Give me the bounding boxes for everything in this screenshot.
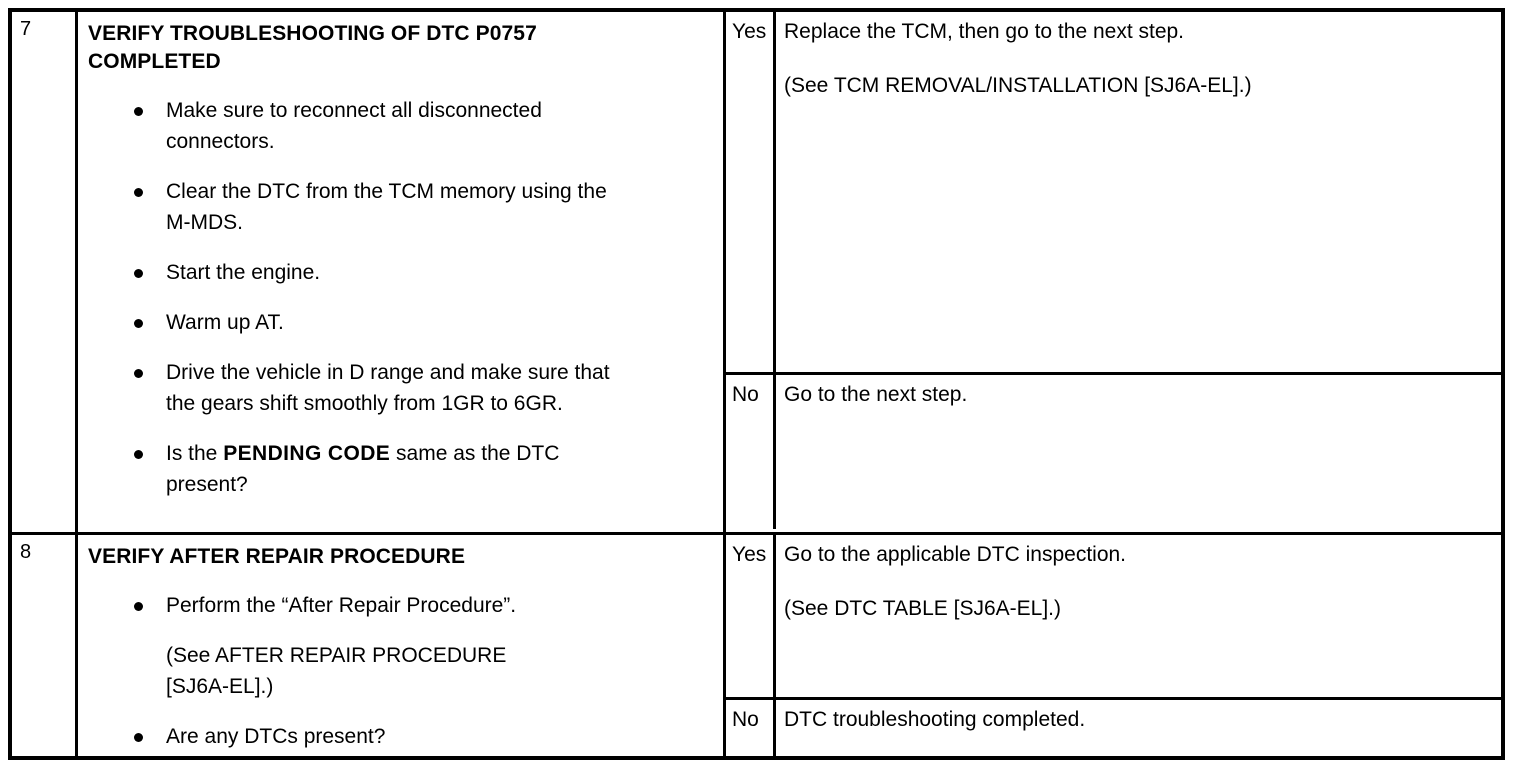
list-item: Start the engine. bbox=[88, 257, 711, 288]
step-results-cell: Yes Go to the applicable DTC inspection.… bbox=[726, 535, 1501, 756]
result-action-reference: (See DTC TABLE [SJ6A-EL].) bbox=[784, 597, 1061, 620]
inspection-bullet-list: Make sure to reconnect all disconnected … bbox=[88, 95, 711, 500]
list-item-text: Start the engine. bbox=[166, 261, 321, 284]
result-key: Yes bbox=[726, 12, 776, 372]
step-number-cell: 7 bbox=[12, 12, 78, 532]
list-item: Are any DTCs present? bbox=[88, 721, 711, 752]
list-item: Is the PENDING CODE same as the DTC pres… bbox=[88, 438, 711, 500]
list-item-text: Drive the vehicle in D range and make su… bbox=[166, 361, 610, 415]
result-key: Yes bbox=[726, 535, 776, 697]
result-row-no: No DTC troubleshooting completed. bbox=[726, 697, 1501, 756]
bullet-icon bbox=[134, 602, 143, 611]
bullet-icon bbox=[134, 733, 143, 742]
result-action-reference: (See TCM REMOVAL/INSTALLATION [SJ6A-EL].… bbox=[784, 74, 1252, 97]
list-item: Drive the vehicle in D range and make su… bbox=[88, 357, 711, 419]
list-item-text: (See AFTER REPAIR PROCEDURE [SJ6A-EL].) bbox=[166, 644, 507, 698]
dtc-troubleshooting-table: 7 VERIFY TROUBLESHOOTING OF DTC P0757 CO… bbox=[8, 8, 1505, 760]
list-item-text: Make sure to reconnect all disconnected … bbox=[166, 99, 542, 153]
result-action: Go to the applicable DTC inspection. (Se… bbox=[776, 535, 1501, 697]
bullet-icon bbox=[134, 319, 143, 328]
list-item: Make sure to reconnect all disconnected … bbox=[88, 95, 711, 157]
list-item: Perform the “After Repair Procedure”. bbox=[88, 590, 711, 621]
bullet-icon bbox=[134, 269, 143, 278]
list-item-text: Perform the “After Repair Procedure”. bbox=[166, 594, 517, 617]
list-item-text: Are any DTCs present? bbox=[166, 725, 386, 748]
list-item-reference: (See AFTER REPAIR PROCEDURE [SJ6A-EL].) bbox=[88, 640, 711, 702]
result-action-line: Replace the TCM, then go to the next ste… bbox=[784, 20, 1185, 43]
table-row: 8 VERIFY AFTER REPAIR PROCEDURE Perform … bbox=[12, 532, 1501, 756]
step-number-cell: 8 bbox=[12, 535, 78, 756]
result-key: No bbox=[726, 700, 776, 756]
text-pre: Is the bbox=[166, 442, 224, 465]
bullet-icon bbox=[134, 369, 143, 378]
result-action-line: DTC troubleshooting completed. bbox=[784, 708, 1086, 731]
result-row-yes: Yes Replace the TCM, then go to the next… bbox=[726, 12, 1501, 372]
step-inspection-cell: VERIFY AFTER REPAIR PROCEDURE Perform th… bbox=[78, 535, 726, 756]
result-action-line: Go to the applicable DTC inspection. bbox=[784, 543, 1127, 566]
emphasis-pending-code: PENDING CODE bbox=[223, 442, 391, 465]
bullet-icon bbox=[134, 450, 143, 459]
list-item-text: Is the PENDING CODE same as the DTC pres… bbox=[166, 438, 711, 500]
list-item-text: Warm up AT. bbox=[166, 311, 284, 334]
inspection-bullet-list: Perform the “After Repair Procedure”. (S… bbox=[88, 590, 711, 752]
result-row-no: No Go to the next step. bbox=[726, 372, 1501, 529]
bullet-icon bbox=[134, 188, 143, 197]
bullet-icon bbox=[134, 107, 143, 116]
result-action: Go to the next step. bbox=[776, 375, 1501, 529]
step-number: 8 bbox=[20, 541, 32, 563]
result-action: DTC troubleshooting completed. bbox=[776, 700, 1501, 756]
step-inspection-cell: VERIFY TROUBLESHOOTING OF DTC P0757 COMP… bbox=[78, 12, 726, 532]
table-row: 7 VERIFY TROUBLESHOOTING OF DTC P0757 CO… bbox=[12, 12, 1501, 532]
list-item: Warm up AT. bbox=[88, 307, 711, 338]
step-title: VERIFY TROUBLESHOOTING OF DTC P0757 COMP… bbox=[88, 22, 537, 73]
step-number: 7 bbox=[20, 18, 32, 40]
result-action: Replace the TCM, then go to the next ste… bbox=[776, 12, 1501, 372]
step-title: VERIFY AFTER REPAIR PROCEDURE bbox=[88, 545, 466, 568]
list-item-text: Clear the DTC from the TCM memory using … bbox=[166, 180, 607, 234]
result-key: No bbox=[726, 375, 776, 529]
text-post: same as the DTC present? bbox=[166, 442, 560, 496]
result-row-yes: Yes Go to the applicable DTC inspection.… bbox=[726, 535, 1501, 697]
step-results-cell: Yes Replace the TCM, then go to the next… bbox=[726, 12, 1501, 532]
result-action-line: Go to the next step. bbox=[784, 383, 968, 406]
list-item: Clear the DTC from the TCM memory using … bbox=[88, 176, 711, 238]
